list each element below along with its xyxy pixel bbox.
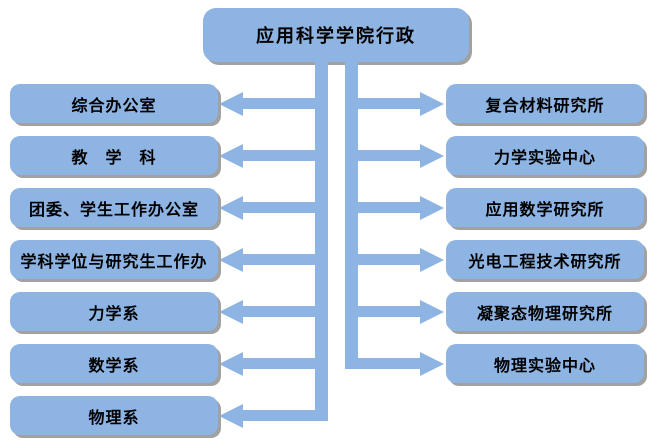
arrowhead-left-icon bbox=[219, 143, 243, 168]
arrowhead-right-icon bbox=[420, 195, 444, 220]
connector-arrow-right-6 bbox=[345, 351, 444, 376]
node-physics-department: 物理系 bbox=[10, 396, 218, 435]
connector-arrow-right-5 bbox=[345, 299, 444, 324]
node-label: 力学系 bbox=[88, 305, 140, 323]
arrowhead-right-icon bbox=[420, 351, 444, 376]
node-label: 光电工程技术研究所 bbox=[468, 253, 622, 271]
node-label: 凝聚态物理研究所 bbox=[476, 305, 613, 323]
connector-arrow-right-4 bbox=[345, 247, 444, 272]
root-node-label: 应用科学学院行政 bbox=[256, 26, 416, 46]
node-label: 应用数学研究所 bbox=[485, 201, 605, 219]
node-discipline-degree-graduate-office: 学科学位与研究生工作办 bbox=[10, 240, 218, 279]
connector-arrow-right-2 bbox=[345, 143, 444, 168]
node-label: 物理实验中心 bbox=[493, 357, 596, 375]
connector-arrow-left-6 bbox=[219, 351, 328, 376]
arrowhead-left-icon bbox=[219, 247, 243, 272]
root-node: 应用科学学院行政 bbox=[203, 8, 469, 62]
arrowhead-right-icon bbox=[420, 299, 444, 324]
node-label: 复合材料研究所 bbox=[485, 97, 605, 115]
node-youth-league-student-office: 团委、学生工作办公室 bbox=[10, 188, 218, 227]
node-condensed-matter-physics-institute: 凝聚态物理研究所 bbox=[446, 292, 644, 331]
connector-arrow-right-3 bbox=[345, 195, 444, 220]
node-label: 物理系 bbox=[88, 409, 140, 427]
node-general-office: 综合办公室 bbox=[10, 84, 218, 123]
node-mathematics-department: 数学系 bbox=[10, 344, 218, 383]
node-physics-experiment-center: 物理实验中心 bbox=[446, 344, 644, 383]
node-label: 数学系 bbox=[88, 357, 140, 375]
arrowhead-right-icon bbox=[420, 247, 444, 272]
arrowhead-left-icon bbox=[219, 91, 243, 116]
connector-arrow-left-1 bbox=[219, 91, 328, 116]
connector-arrow-left-2 bbox=[219, 143, 328, 168]
arrowhead-left-icon bbox=[219, 351, 243, 376]
arrowhead-left-icon bbox=[219, 403, 243, 428]
node-applied-math-institute: 应用数学研究所 bbox=[446, 188, 644, 227]
connector-arrow-left-3 bbox=[219, 195, 328, 220]
connector-arrow-left-5 bbox=[219, 299, 328, 324]
arrowhead-right-icon bbox=[420, 91, 444, 116]
arrowhead-left-icon bbox=[219, 299, 243, 324]
node-composite-materials-institute: 复合材料研究所 bbox=[446, 84, 644, 123]
connector-arrow-left-7 bbox=[219, 403, 328, 428]
node-label: 教 学 科 bbox=[71, 149, 157, 167]
right-trunk-line bbox=[345, 62, 358, 369]
node-teaching-section: 教 学 科 bbox=[10, 136, 218, 175]
connector-arrow-right-1 bbox=[345, 91, 444, 116]
node-label: 力学实验中心 bbox=[493, 149, 596, 167]
node-label: 综合办公室 bbox=[71, 97, 157, 115]
node-mechanics-experiment-center: 力学实验中心 bbox=[446, 136, 644, 175]
node-label: 团委、学生工作办公室 bbox=[28, 201, 199, 219]
node-optoelectronic-engineering-institute: 光电工程技术研究所 bbox=[446, 240, 644, 279]
node-mechanics-department: 力学系 bbox=[10, 292, 218, 331]
arrowhead-right-icon bbox=[420, 143, 444, 168]
node-label: 学科学位与研究生工作办 bbox=[20, 253, 208, 271]
connector-arrow-left-4 bbox=[219, 247, 328, 272]
arrowhead-left-icon bbox=[219, 195, 243, 220]
